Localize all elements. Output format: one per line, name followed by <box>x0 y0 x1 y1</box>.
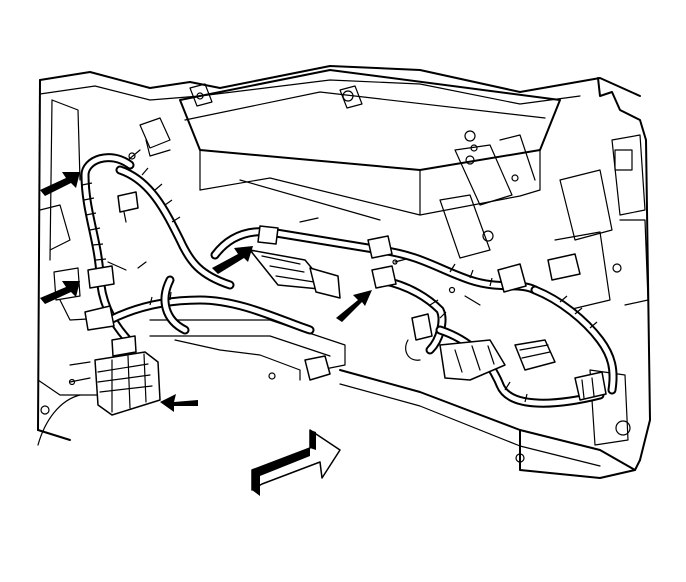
arrow-connector-block <box>160 394 198 412</box>
instrument-panel-carrier <box>37 65 651 479</box>
arrow-mid-left <box>40 281 80 304</box>
arrow-center-module <box>212 246 253 274</box>
connectors <box>84 191 607 416</box>
arrow-upper-left <box>40 172 80 196</box>
arrow-right-connector <box>336 290 372 322</box>
locator-arrows <box>40 172 372 412</box>
front-direction-arrow <box>251 429 341 496</box>
